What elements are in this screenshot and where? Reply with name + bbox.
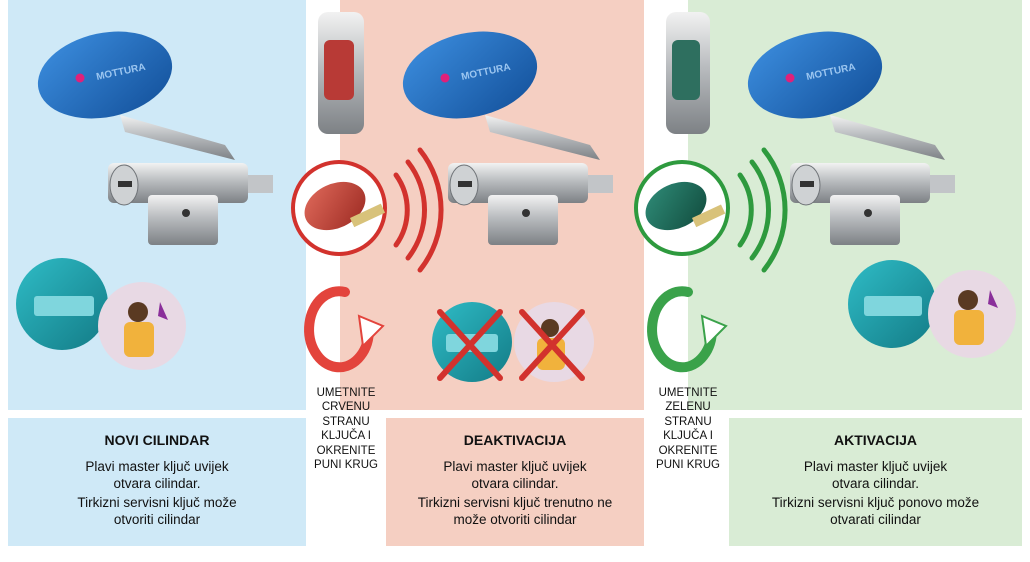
rotate-arrow-icon	[304, 286, 385, 373]
signal-waves-icon	[393, 147, 444, 273]
green-key-icon	[634, 12, 730, 256]
red-key-icon	[291, 12, 387, 256]
card-activation: AKTIVACIJA Plavi master ključ uvijek otv…	[729, 418, 1022, 546]
master-key-icon: MOTTURA	[37, 31, 235, 160]
cylinder-lock-icon	[790, 163, 955, 245]
master-key-icon: MOTTURA	[402, 31, 600, 160]
service-key-icon	[848, 260, 936, 348]
card-title: NOVI CILINDAR	[104, 432, 210, 448]
instruction-green: UMETNITE ZELENU STRANU KLJUČA I OKRENITE…	[656, 387, 720, 472]
family-picture	[928, 270, 1016, 358]
card-new-cylinder: NOVI CILINDAR Plavi master ključ uvijek …	[8, 418, 306, 546]
instruction-red: UMETNITE CRVENU STRANU KLJUČA I OKRENITE…	[314, 387, 378, 472]
cylinder-lock-icon	[448, 163, 613, 245]
card-title: AKTIVACIJA	[834, 432, 917, 448]
service-key-icon	[16, 258, 108, 350]
cylinder-lock-icon	[108, 163, 273, 245]
card-title: DEAKTIVACIJA	[463, 432, 567, 448]
master-key-icon: MOTTURA	[747, 31, 945, 160]
cross-mark-icon	[437, 309, 585, 381]
rotate-arrow-icon	[647, 286, 728, 373]
signal-waves-icon	[737, 147, 788, 273]
card-deactivation: DEAKTIVACIJA Plavi master ključ uvijek o…	[386, 418, 644, 546]
family-picture	[98, 282, 186, 370]
